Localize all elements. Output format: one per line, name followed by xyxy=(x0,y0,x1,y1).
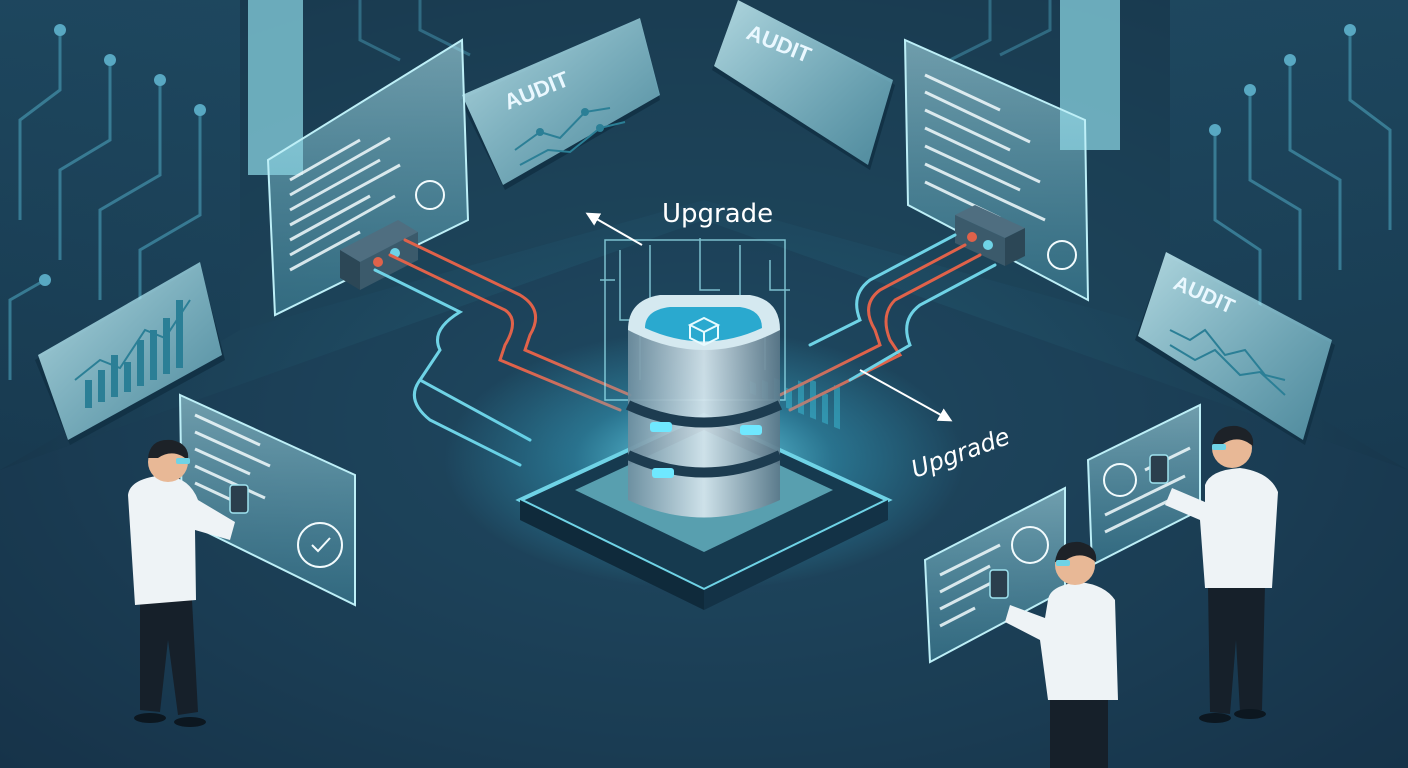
person-right-bottom xyxy=(989,541,1118,768)
phone-icon xyxy=(229,484,249,514)
cube-icon xyxy=(687,316,721,347)
connector-left xyxy=(340,220,418,290)
server-stack xyxy=(625,295,783,518)
person-left xyxy=(128,439,249,727)
document-panel-right xyxy=(903,38,1090,302)
person-right-top xyxy=(1149,425,1278,723)
connector-right xyxy=(955,205,1025,266)
audit-board-top-left: AUDIT xyxy=(460,18,660,190)
phone-icon xyxy=(989,569,1009,599)
document-panel-left xyxy=(266,38,470,317)
phone-icon xyxy=(1149,454,1169,484)
chart-board-left xyxy=(35,262,225,445)
upgrade-arrow-top: Upgrade xyxy=(585,199,773,246)
upgrade-label-top: Upgrade xyxy=(662,199,773,229)
audit-board-right: AUDIT xyxy=(1135,252,1335,445)
cables xyxy=(373,233,997,467)
